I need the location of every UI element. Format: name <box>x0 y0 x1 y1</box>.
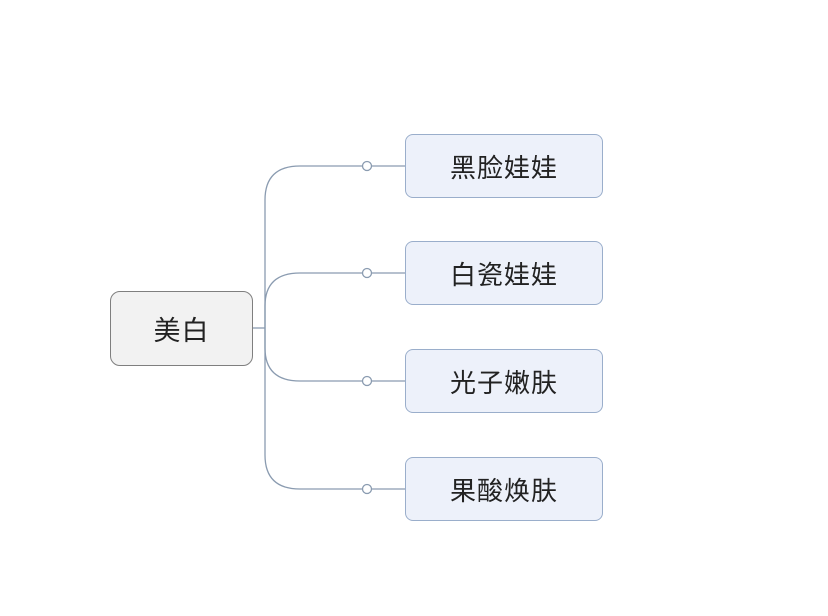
connector-child-1 <box>264 165 367 328</box>
joint-circle-1 <box>361 160 373 172</box>
root-node[interactable]: 美白 <box>110 291 253 366</box>
child-node-label: 白瓷娃娃 <box>449 260 558 291</box>
child-node-label: 光子嫩肤 <box>449 368 558 399</box>
connector-child-2 <box>264 272 367 328</box>
joint-circle-3 <box>361 375 373 387</box>
child-node-label: 果酸焕肤 <box>449 476 558 507</box>
connector-child-3 <box>264 328 367 382</box>
joint-circle-2 <box>361 267 373 279</box>
connector-child-4 <box>264 328 367 490</box>
child-node-label: 黑脸娃娃 <box>449 153 558 184</box>
child-node-2[interactable]: 白瓷娃娃 <box>405 241 603 305</box>
root-node-label: 美白 <box>153 316 210 347</box>
joint-circle-4 <box>361 483 373 495</box>
child-node-4[interactable]: 果酸焕肤 <box>405 457 603 521</box>
child-node-3[interactable]: 光子嫩肤 <box>405 349 603 413</box>
child-node-1[interactable]: 黑脸娃娃 <box>405 134 603 198</box>
